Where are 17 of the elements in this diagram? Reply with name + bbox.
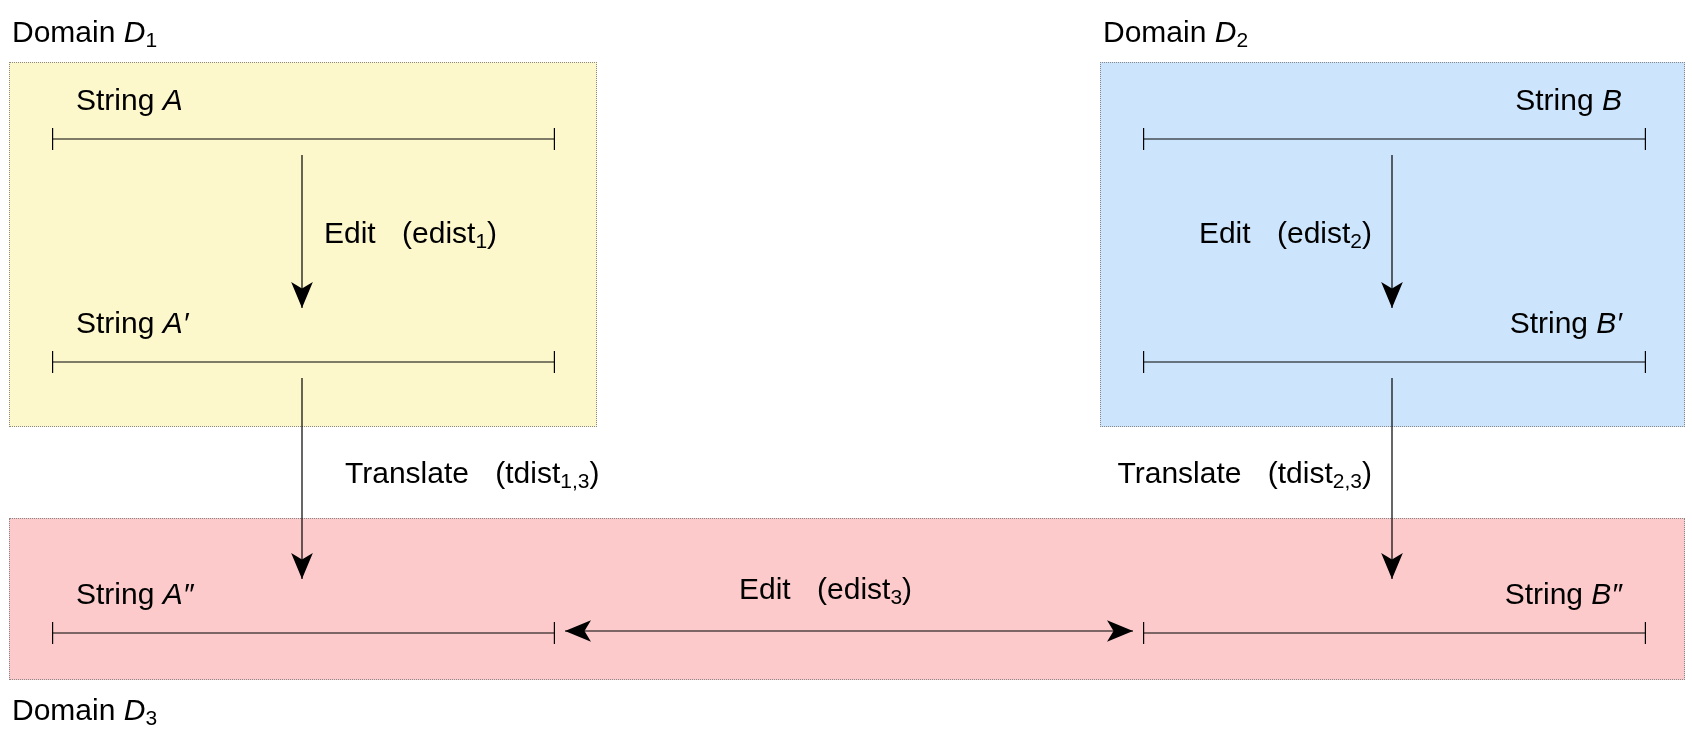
edge-label: Edit (edist$_{2}$): [1198, 218, 1372, 248]
domain-heading: Domain D$_{3}$: [12, 695, 158, 725]
string-label: String B″: [1504, 579, 1622, 609]
string-label: String A: [76, 85, 183, 115]
double-arrow: [564, 620, 1134, 642]
edge-label: Edit (edist$_{1}$): [324, 218, 498, 248]
arrow: [1381, 377, 1403, 580]
domain-heading: Domain D$_{2}$: [1103, 17, 1249, 47]
domain-heading: Domain D$_{1}$: [12, 17, 158, 47]
arrow: [1381, 154, 1403, 309]
string-label: String B: [1515, 85, 1622, 115]
arrow: [291, 377, 313, 580]
string-label: String A″: [76, 579, 194, 609]
edge-label: Edit (edist$_{3}$): [739, 574, 913, 604]
string-label: String B′: [1509, 308, 1622, 338]
string-label: String A′: [76, 308, 189, 338]
arrow: [291, 154, 313, 309]
